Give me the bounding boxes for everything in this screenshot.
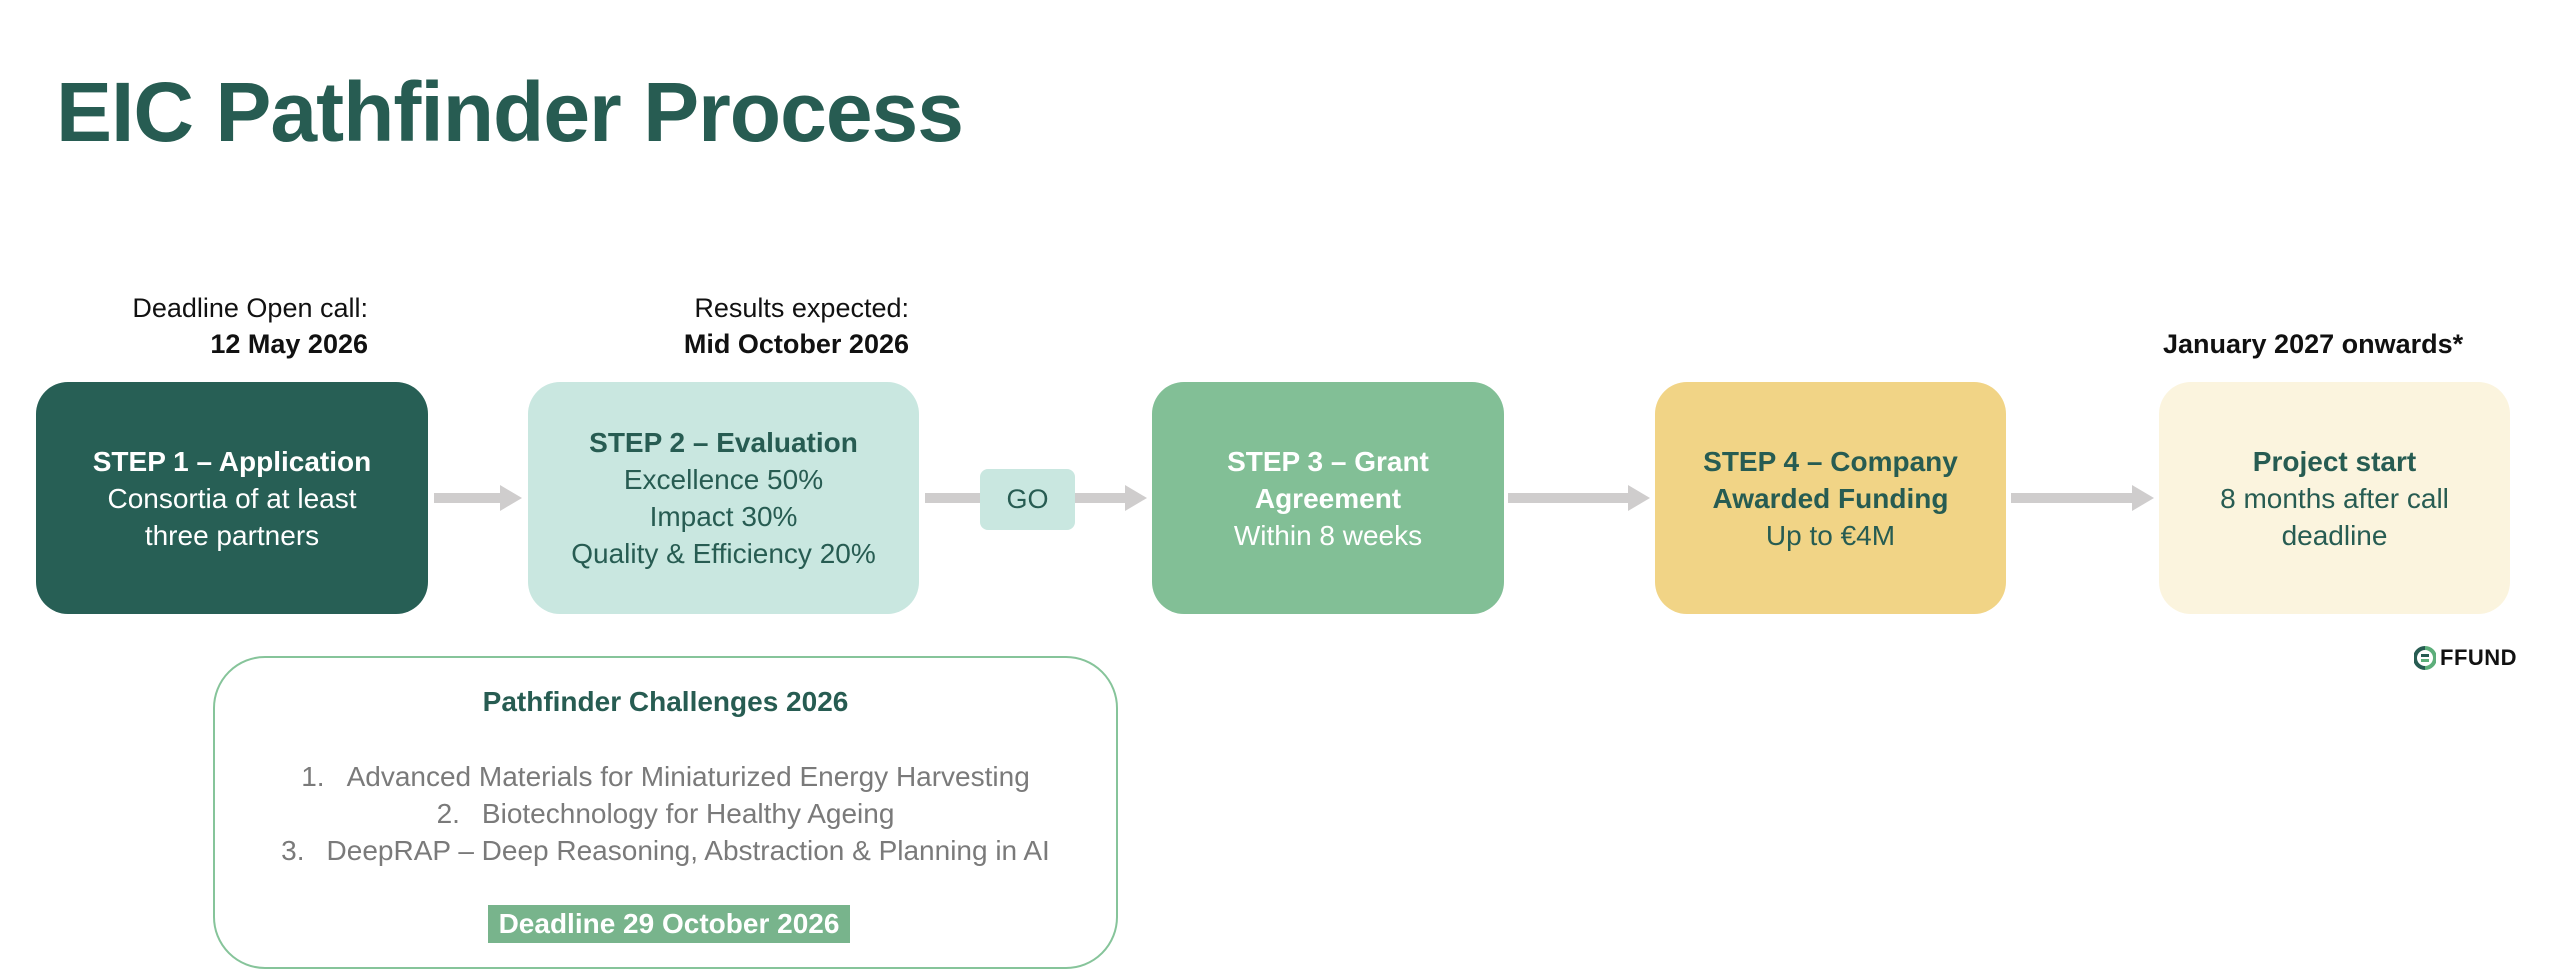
- ffund-logo: FFUND: [2414, 645, 2517, 671]
- step-1-application: STEP 1 – Application Consortia of at lea…: [36, 382, 428, 614]
- step-2-title: STEP 2 – Evaluation: [589, 427, 858, 458]
- step-3-line-1: Within 8 weeks: [1233, 519, 1423, 551]
- step-3-title-line-1: STEP 3 – Grant: [1227, 445, 1429, 477]
- project-start-date-label: January 2027 onwards*: [2163, 329, 2464, 359]
- step-3-grant-agreement: STEP 3 – Grant Agreement Within 8 weeks: [1152, 382, 1504, 614]
- challenge-text: DeepRAP – Deep Reasoning, Abstraction & …: [326, 835, 1050, 866]
- challenges-list: 1. Advanced Materials for Miniaturized En…: [215, 758, 1116, 869]
- step-2-evaluation: STEP 2 – Evaluation Excellence 50% Impac…: [528, 382, 919, 614]
- ffund-logo-icon: [2414, 646, 2436, 670]
- step-1-title: STEP 1 – Application: [92, 445, 372, 477]
- project-start: Project start 8 months after call deadli…: [2159, 382, 2510, 614]
- step-2-line-2: Impact 30%: [649, 501, 798, 532]
- go-badge: GO: [980, 469, 1075, 530]
- challenges-panel: Pathfinder Challenges 2026 1. Advanced Ma…: [213, 656, 1118, 969]
- arrow-step3-to-step4: [1508, 485, 1651, 511]
- arrow-step4-to-project-start: [2011, 485, 2155, 511]
- results-expected-date: Mid October 2026: [683, 329, 909, 359]
- challenge-number: 1.: [301, 761, 325, 792]
- step-3-title-line-2: Agreement: [1254, 482, 1402, 514]
- ffund-logo-text: FFUND: [2440, 645, 2518, 670]
- arrow-step1-to-step2: [434, 485, 522, 511]
- step-1-line-1: Consortia of at least: [107, 482, 357, 514]
- challenges-title: Pathfinder Challenges 2026: [482, 686, 849, 717]
- step-4-awarded-funding: STEP 4 – Company Awarded Funding Up to €…: [1655, 382, 2006, 614]
- results-expected-label: Results expected: Mid October 2026: [600, 290, 909, 362]
- step-2-line-3: Quality & Efficiency 20%: [571, 538, 876, 569]
- step-1-line-2: three partners: [144, 519, 320, 551]
- page-title: EIC Pathfinder Process: [56, 65, 964, 159]
- deadline-open-call-label: Deadline Open call: 12 May 2026: [100, 290, 368, 362]
- challenges-deadline-highlight: Deadline 29 October 2026: [488, 905, 850, 943]
- challenge-item: 2. Biotechnology for Healthy Ageing: [215, 795, 1116, 832]
- step-4-line-1: Up to €4M: [1765, 519, 1896, 551]
- challenge-number: 2.: [436, 798, 460, 829]
- challenge-text: Advanced Materials for Miniaturized Ener…: [346, 761, 1030, 792]
- deadline-open-call-date: 12 May 2026: [210, 329, 368, 359]
- results-expected-caption: Results expected:: [694, 293, 909, 323]
- challenge-text: Biotechnology for Healthy Ageing: [481, 798, 895, 829]
- deadline-open-call-caption: Deadline Open call:: [132, 293, 368, 323]
- step-4-title-line-2: Awarded Funding: [1712, 482, 1949, 514]
- challenge-item: 3. DeepRAP – Deep Reasoning, Abstraction …: [215, 832, 1116, 869]
- project-start-title: Project start: [2252, 445, 2417, 477]
- project-start-line-2: deadline: [2281, 519, 2388, 551]
- challenge-number: 3.: [281, 835, 305, 866]
- project-start-line-1: 8 months after call: [2220, 482, 2449, 514]
- step-4-title-line-1: STEP 4 – Company: [1703, 445, 1958, 477]
- step-2-line-1: Excellence 50%: [623, 464, 824, 495]
- challenge-item: 1. Advanced Materials for Miniaturized En…: [215, 758, 1116, 795]
